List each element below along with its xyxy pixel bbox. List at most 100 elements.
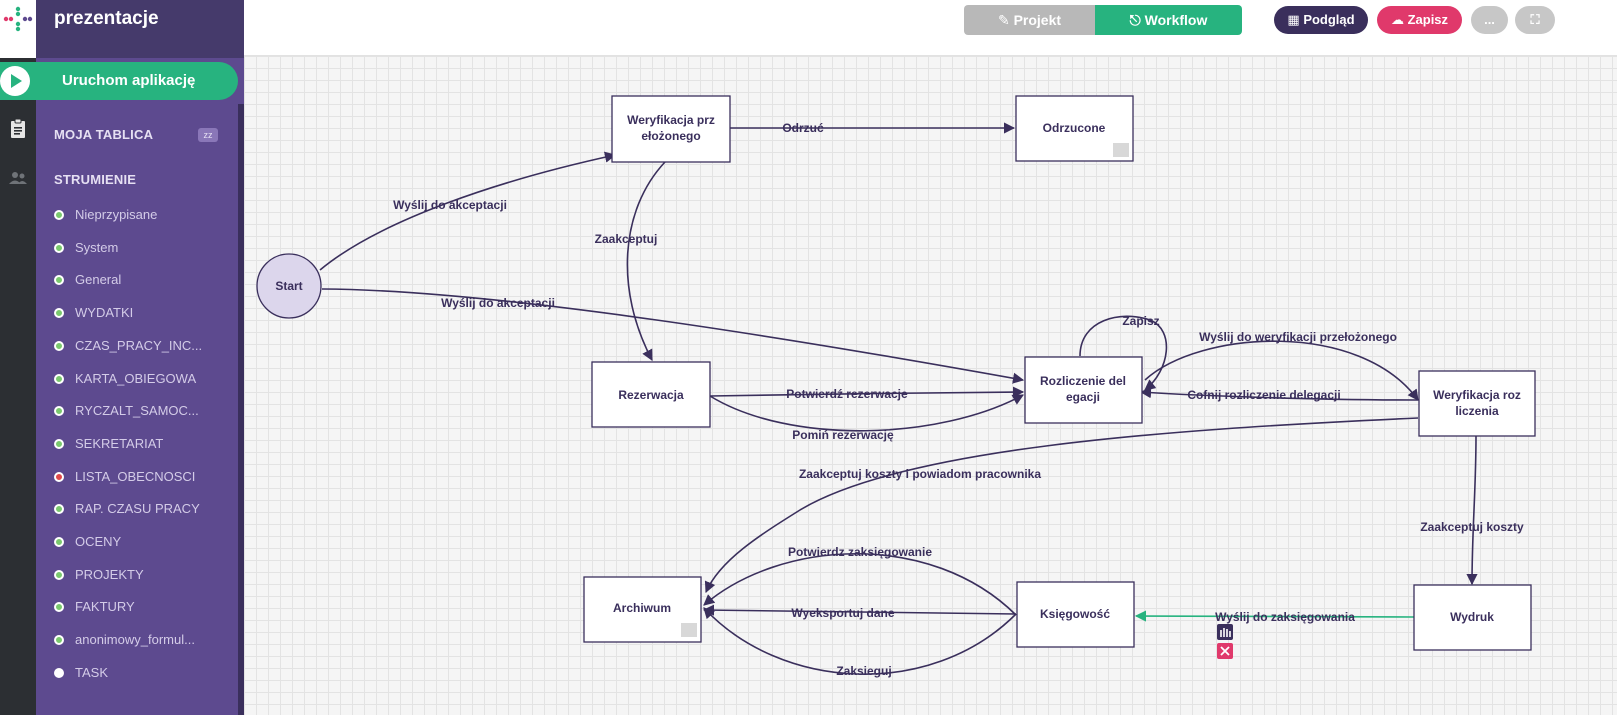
film-icon: ▦	[1287, 12, 1304, 27]
sidebar: prezentacje	[36, 0, 244, 715]
pencil-icon: ✎	[997, 12, 1014, 28]
fullscreen-icon: ⛶	[1530, 12, 1540, 27]
status-dot-icon	[54, 340, 64, 351]
edge-drag-handle[interactable]	[1217, 624, 1233, 640]
close-icon	[1220, 646, 1230, 656]
edge-zaakceptuj-koszty[interactable]	[1466, 435, 1478, 586]
stream-item-label: WYDATKI	[75, 305, 134, 321]
edge-label-zapisz[interactable]: Zapisz	[1122, 314, 1159, 328]
node-wer-rozl-label-2: liczenia	[1455, 404, 1499, 418]
edge-label-wyslij1[interactable]: Wyślij do akceptacji	[393, 198, 507, 212]
fullscreen-button[interactable]: ⛶	[1515, 6, 1555, 34]
edge-label-odrzuc[interactable]: Odrzuć	[782, 121, 824, 135]
node-weryfikacja-przelozonego[interactable]: Weryfikacja prz ełożonego	[611, 95, 731, 163]
stream-item-label: PROJEKTY	[75, 566, 144, 582]
edge-wyslij-zaks[interactable]	[1134, 610, 1415, 622]
section-streams: STRUMIENIE	[54, 172, 137, 187]
stream-item-label: System	[75, 239, 119, 255]
status-dot-icon	[54, 537, 64, 547]
clipboard-icon[interactable]	[7, 118, 29, 140]
node-rezerwacja[interactable]: Rezerwacja	[591, 361, 711, 428]
sidebar-scrollbar[interactable]	[238, 104, 244, 715]
node-odrzucone[interactable]: Odrzucone	[1015, 95, 1134, 162]
edge-label-wyslij-wer[interactable]: Wyślij do weryfikacji przełożonego	[1199, 330, 1397, 344]
end-state-icon	[681, 623, 697, 637]
node-rezerwacja-label: Rezerwacja	[618, 388, 684, 402]
node-ksiegowosc[interactable]: Księgowość	[1016, 581, 1135, 648]
save-button[interactable]: ☁ Zapisz	[1377, 6, 1462, 34]
edge-zaksieguj[interactable]	[703, 607, 1017, 675]
node-weryfikacja-label-2: ełożonego	[641, 129, 700, 143]
status-dot-icon	[54, 210, 64, 220]
status-dot-icon	[54, 602, 64, 613]
node-rozliczenie-label-2: egacji	[1066, 390, 1100, 404]
edge-label-potwierdz-zaks[interactable]: Potwierdz zaksięgowanie	[788, 545, 932, 559]
stream-item-label: General	[75, 272, 122, 288]
edge-koszty-pow[interactable]	[704, 417, 1419, 594]
top-toolbar: ✎ Projekt ⎋ Workflow ▦ Podgląd ☁ Zapisz …	[244, 0, 1617, 56]
logo[interactable]	[0, 0, 36, 58]
status-dot-icon	[54, 308, 64, 319]
node-wer-rozl-label-1: Weryfikacja roz	[1433, 388, 1521, 402]
edge-start-rozliczenie[interactable]	[321, 288, 1025, 384]
tab-projekt-label: Projekt	[1013, 12, 1062, 28]
workflow-icon: ⎋	[1129, 12, 1145, 28]
node-weryfikacja-label-1: Weryfikacja prz	[627, 113, 715, 127]
edge-start-weryfikacja[interactable]	[319, 151, 617, 271]
edge-pomin-rezerwacje[interactable]	[709, 394, 1024, 432]
tab-workflow-label: Workflow	[1144, 12, 1208, 28]
stream-item-label: RAP. CZASU PRACY	[75, 501, 200, 517]
status-dot-icon	[54, 504, 64, 515]
status-dot-icon	[54, 242, 64, 253]
edge-label-wyslij-zaks[interactable]: Wyślij do zaksięgowania	[1215, 610, 1355, 624]
preview-label: Podgląd	[1303, 12, 1355, 27]
stream-item-label: KARTA_OBIEGOWA	[75, 370, 197, 386]
stream-item-label: LISTA_OBECNOSCI	[75, 468, 196, 484]
tab-projekt[interactable]: ✎ Projekt	[964, 5, 1095, 35]
node-weryfikacja-rozliczenia[interactable]: Weryfikacja roz liczenia	[1418, 370, 1536, 437]
stream-item-label: anonimowy_formul...	[75, 632, 195, 648]
edge-label-pomin-rez[interactable]: Pomiń rezerwację	[792, 428, 894, 442]
users-icon[interactable]	[7, 168, 29, 190]
node-ksiegowosc-label: Księgowość	[1040, 607, 1110, 621]
end-state-icon	[1113, 143, 1129, 157]
node-archiwum[interactable]: Archiwum	[583, 576, 702, 643]
node-wydruk[interactable]: Wydruk	[1413, 584, 1532, 651]
workflow-canvas[interactable]: Wyślij do akceptacji Odrzuć Zaakceptuj W…	[244, 56, 1617, 715]
section-my-board[interactable]: MOJA TABLICA	[54, 127, 154, 142]
node-start[interactable]: Start	[256, 253, 322, 319]
edge-wyeksportuj[interactable]	[702, 604, 1017, 616]
icon-rail	[0, 0, 36, 715]
stream-item-label: FAKTURY	[75, 599, 135, 615]
status-dot-icon	[54, 471, 64, 482]
edge-label-wyslij2[interactable]: Wyślij do akceptacji	[441, 296, 555, 310]
edge-wyslij-weryfikacji[interactable]	[1144, 340, 1419, 401]
edge-label-potwierdz-rez[interactable]: Potwierdź rezerwacje	[786, 387, 908, 401]
edge-label-zaksieguj[interactable]: Zaksieguj	[836, 664, 891, 678]
edge-potwierdz-zaks[interactable]	[703, 552, 1017, 616]
edge-label-wyeksportuj[interactable]: Wyeksportuj dane	[791, 606, 894, 620]
edge-label-zaakceptuj-koszty[interactable]: Zaakceptuj koszty	[1420, 520, 1524, 534]
status-dot-icon	[54, 635, 64, 646]
tab-workflow[interactable]: ⎋ Workflow	[1095, 5, 1242, 35]
node-odrzucone-label: Odrzucone	[1043, 121, 1106, 135]
edge-delete-button[interactable]	[1217, 643, 1233, 659]
edge-label-zaakceptuj[interactable]: Zaakceptuj	[595, 232, 658, 246]
stream-item-label: TASK	[75, 664, 108, 680]
preview-button[interactable]: ▦ Podgląd	[1274, 6, 1368, 34]
status-dot-icon	[54, 667, 64, 678]
run-app-button[interactable]: Uruchom aplikację	[0, 62, 238, 100]
workflow-diagram: Wyślij do akceptacji Odrzuć Zaakceptuj W…	[256, 95, 1536, 678]
app-title: prezentacje	[54, 8, 159, 29]
node-start-label: Start	[275, 279, 302, 293]
edge-cofnij[interactable]	[1139, 387, 1419, 401]
status-dot-icon	[54, 373, 64, 384]
edge-label-koszty-pow[interactable]: Zaakceptuj koszty i powiadom pracownika	[799, 467, 1041, 481]
edge-label-cofnij[interactable]: Cofnij rozliczenie delegacji	[1187, 388, 1340, 402]
node-rozliczenie-delegacji[interactable]: Rozliczenie del egacji	[1024, 356, 1143, 424]
status-dot-icon	[54, 438, 64, 449]
node-wydruk-label: Wydruk	[1450, 610, 1494, 624]
edge-zaakceptuj[interactable]	[626, 161, 666, 361]
more-button[interactable]: ...	[1471, 6, 1508, 34]
edge-potwierdz-rezerwacje[interactable]	[709, 386, 1025, 398]
